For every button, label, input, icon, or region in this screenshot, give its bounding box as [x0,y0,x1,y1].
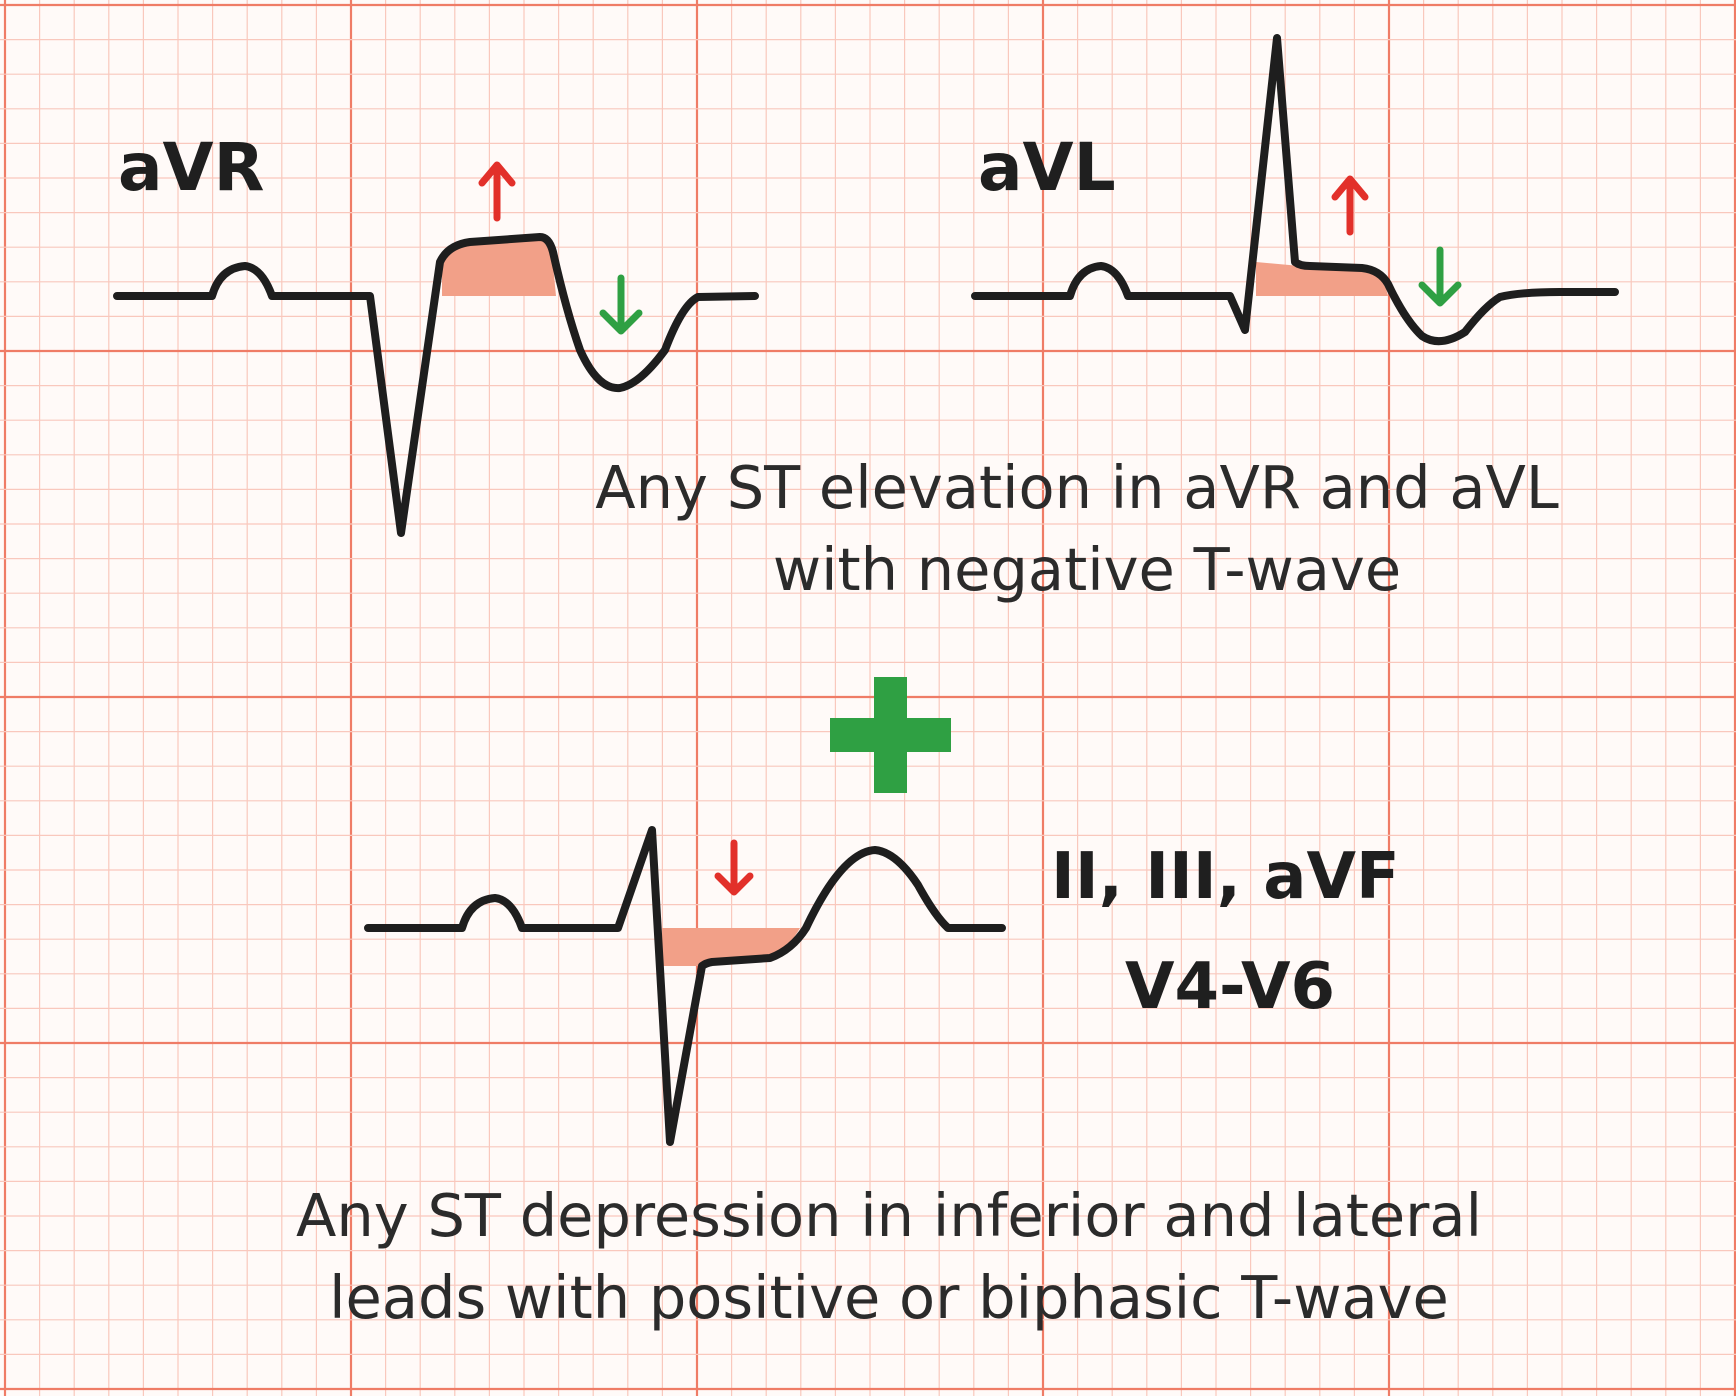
avr-trace [113,233,759,537]
lead-label-lateral: V4-V6 [1125,950,1335,1024]
arrow-down-icon [1418,246,1462,307]
caption-depression-line1: Any ST depression in inferior and latera… [296,1181,1482,1250]
inferior-trace [364,826,1006,1146]
caption-elevation-line2: with negative T-wave [773,535,1401,604]
lead-label-inferior: II, III, aVF [1051,840,1400,914]
arrow-up-icon [478,161,516,222]
lead-avr: aVR [113,129,759,537]
arrow-up-icon [1331,175,1369,236]
lead-inferior-lateral: II, III, aVF V4-V6 [364,826,1400,1146]
plus-icon [830,677,951,793]
caption-elevation-line1: Any ST elevation in aVR and aVL [595,453,1559,522]
lead-label-avl: aVL [978,129,1116,206]
lead-avl: aVL [971,34,1619,346]
lead-label-avr: aVR [118,129,264,206]
caption-depression-line2: leads with positive or biphasic T-wave [329,1263,1449,1332]
arrow-down-icon [714,839,754,896]
avr-st-elevation [442,237,556,296]
arrow-down-icon [599,274,643,335]
avl-trace [971,34,1619,346]
